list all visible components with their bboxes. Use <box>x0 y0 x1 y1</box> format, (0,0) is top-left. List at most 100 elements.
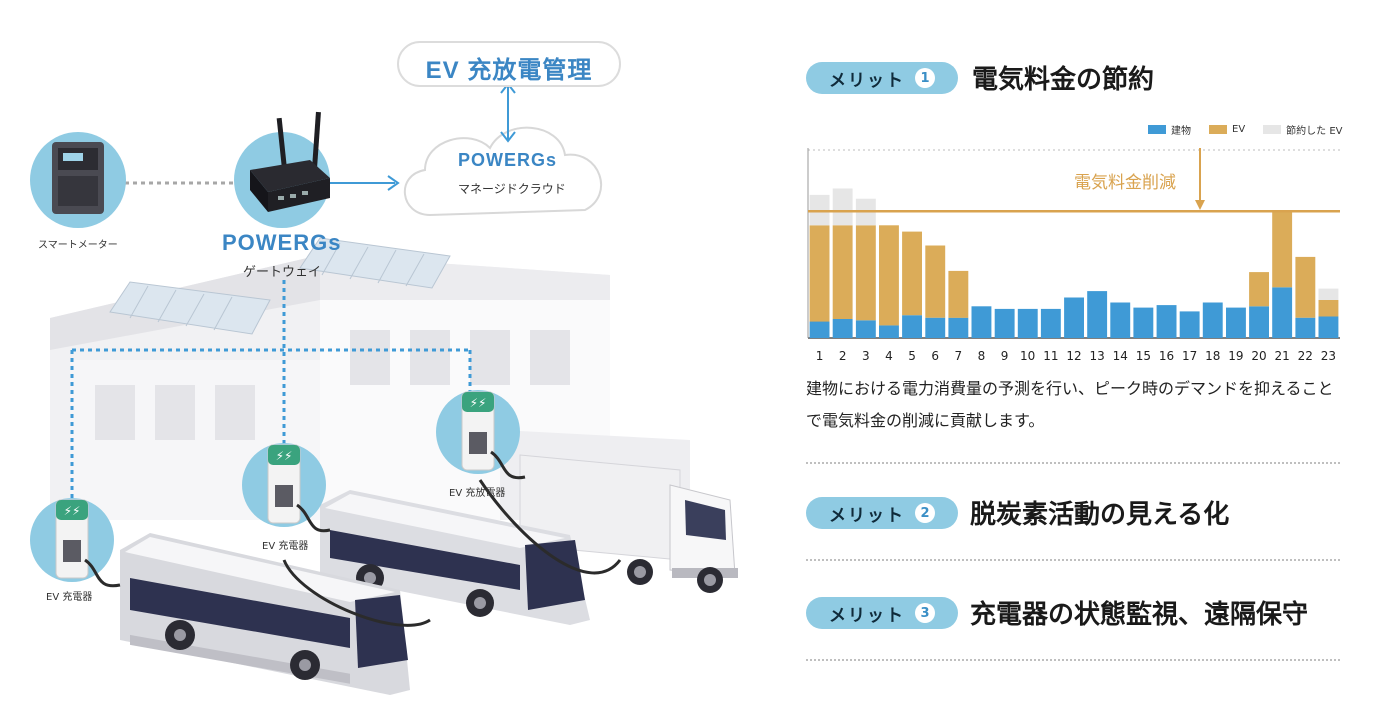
legend-item-saved: 節約した EV <box>1263 122 1343 137</box>
bar-saved-23 <box>1318 288 1339 300</box>
bar-building-20 <box>1249 306 1269 338</box>
x-tick-label-14: 14 <box>1113 349 1128 363</box>
bar-building-11 <box>1040 308 1061 338</box>
bar-ev-2 <box>832 225 853 319</box>
bar-building-1 <box>809 321 830 338</box>
charging-cables <box>282 479 622 627</box>
x-tick-label-13: 13 <box>1089 349 1104 363</box>
bar-ev-6 <box>925 245 946 318</box>
cloud-shape <box>403 126 603 217</box>
bar-building-22 <box>1295 317 1316 338</box>
bar-building-21 <box>1272 287 1293 338</box>
bar-building-13 <box>1087 291 1108 338</box>
legend-swatch-building <box>1148 125 1166 134</box>
legend-label-building: 建物 <box>1171 126 1191 137</box>
gateway-to-cloud-arrow <box>328 175 400 191</box>
x-tick-label-23: 23 <box>1321 349 1336 363</box>
bar-ev-4 <box>879 225 899 326</box>
merit-2-title: 脱炭素活動の見える化 <box>970 500 1230 530</box>
bar-building-6 <box>925 317 946 338</box>
smart-meter-icon <box>30 132 126 228</box>
divider-3 <box>806 659 1340 661</box>
legend-item-building: 建物 <box>1148 122 1191 137</box>
bar-ev-5 <box>902 231 922 316</box>
bar-building-18 <box>1202 302 1223 338</box>
x-tick-label-20: 20 <box>1251 349 1266 363</box>
chart-legend: 建物 EV 節約した EV <box>1148 122 1343 137</box>
bar-building-5 <box>902 315 922 338</box>
x-tick-label-19: 19 <box>1228 349 1243 363</box>
bar-ev-21 <box>1272 211 1293 288</box>
bar-building-10 <box>1017 308 1038 338</box>
x-tick-label-5: 5 <box>908 349 916 363</box>
bar-building-2 <box>832 319 853 338</box>
diagram-artwork: ⚡⚡ ⚡⚡ ⚡⚡ <box>30 41 738 695</box>
bar-ev-20 <box>1249 272 1269 307</box>
bar-building-23 <box>1318 316 1339 338</box>
bar-building-9 <box>994 308 1015 338</box>
merit-3-title: 充電器の状態監視、遠隔保守 <box>970 600 1309 630</box>
bar-building-14 <box>1110 302 1131 338</box>
bus-front-illustration <box>120 533 410 695</box>
chart-annotation: 電気料金削減 <box>1074 173 1176 193</box>
x-tick-label-6: 6 <box>931 349 939 363</box>
annotation-arrow <box>1195 148 1205 210</box>
bar-building-19 <box>1226 307 1246 338</box>
charger-left-label: EV 充電器 <box>46 592 93 603</box>
bar-building-12 <box>1064 297 1084 338</box>
bar-building-15 <box>1133 307 1154 338</box>
x-tick-label-15: 15 <box>1136 349 1151 363</box>
merit-3-number: 3 <box>915 603 935 623</box>
network-lines <box>70 280 472 500</box>
x-tick-label-10: 10 <box>1020 349 1035 363</box>
bar-ev-7 <box>948 270 969 318</box>
merit-2-badge: メリット 2 <box>806 497 958 529</box>
legend-label-saved: 節約した EV <box>1286 126 1343 137</box>
legend-label-ev: EV <box>1232 124 1246 135</box>
x-tick-label-1: 1 <box>816 349 824 363</box>
x-tick-label-22: 22 <box>1298 349 1313 363</box>
bar-building-4 <box>879 325 899 338</box>
merit-1-badge: メリット 1 <box>806 62 958 94</box>
diagram-title: EV 充放電管理 <box>425 57 593 84</box>
cloud-label: マネージドクラウド <box>458 182 566 196</box>
gateway-label: ゲートウェイ <box>243 265 322 280</box>
system-diagram: ⚡⚡ ⚡⚡ ⚡⚡ EV 充放電管理 POWERGs マネージドクラウド <box>30 41 738 695</box>
legend-swatch-ev <box>1209 125 1227 134</box>
x-tick-label-3: 3 <box>862 349 870 363</box>
merit-2-number: 2 <box>915 503 935 523</box>
x-tick-label-8: 8 <box>978 349 986 363</box>
bar-building-7 <box>948 317 969 338</box>
x-tick-label-16: 16 <box>1159 349 1174 363</box>
svg-text:⚡⚡: ⚡⚡ <box>64 504 81 518</box>
merit-2-tag: メリット <box>829 505 905 526</box>
merit-1-title: 電気料金の節約 <box>972 65 1155 95</box>
svg-text:⚡⚡: ⚡⚡ <box>470 396 487 410</box>
x-tick-label-21: 21 <box>1275 349 1290 363</box>
divider-2 <box>806 559 1340 561</box>
bar-saved-2 <box>832 188 853 226</box>
legend-item-ev: EV <box>1209 124 1245 135</box>
svg-text:⚡⚡: ⚡⚡ <box>276 449 293 463</box>
divider-1 <box>806 462 1340 464</box>
bar-building-16 <box>1156 305 1177 338</box>
charger-left-icon: ⚡⚡ <box>30 498 121 588</box>
cloud-brand-logo: POWERGs <box>458 150 558 170</box>
merit-3-badge: メリット 3 <box>806 597 958 629</box>
charger-right-label: EV 充放電器 <box>449 488 506 499</box>
bar-ev-23 <box>1318 300 1339 317</box>
bar-ev-1 <box>809 225 830 322</box>
title-pill-shape <box>397 41 621 87</box>
gateway-brand-logo: POWERGs <box>222 230 342 255</box>
x-tick-label-4: 4 <box>885 349 893 363</box>
gateway-icon <box>234 111 330 228</box>
merit-1-tag: メリット <box>829 70 905 91</box>
x-tick-label-18: 18 <box>1205 349 1220 363</box>
charger-middle-icon: ⚡⚡ <box>242 443 331 533</box>
legend-swatch-saved <box>1263 125 1282 134</box>
bus-rear-illustration <box>320 490 590 625</box>
x-tick-label-7: 7 <box>954 349 962 363</box>
charger-right-icon: ⚡⚡ <box>436 390 526 480</box>
bar-building-8 <box>971 306 992 338</box>
